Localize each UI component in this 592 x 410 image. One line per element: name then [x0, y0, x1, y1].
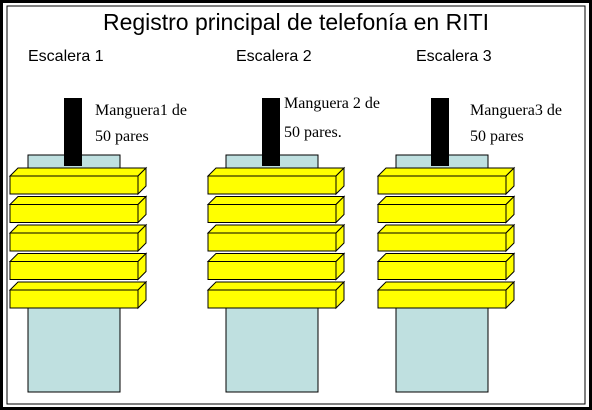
cable-label-line1: Manguera3 de	[470, 102, 562, 119]
cable-bundle	[262, 98, 280, 166]
module-front-face	[9, 289, 139, 309]
inner-border	[6, 5, 586, 405]
module-top-face	[376, 253, 516, 262]
terminal-module	[206, 195, 346, 224]
cable-label-line2: 50 pares.	[284, 124, 342, 141]
module-front-face	[207, 232, 337, 252]
module-top-face	[8, 167, 148, 177]
terminal-module	[206, 252, 346, 281]
cable-label-line2: 50 pares	[470, 128, 524, 145]
stair-label: Escalera 1	[28, 48, 104, 65]
module-front-face	[207, 175, 337, 195]
module-top-face	[206, 196, 346, 205]
module-top-face	[376, 281, 516, 291]
module-top-face	[206, 167, 346, 177]
terminal-module	[376, 252, 516, 281]
terminal-module	[376, 223, 516, 253]
module-front-face	[9, 232, 139, 252]
module-top-face	[8, 224, 148, 234]
module-front-face	[207, 289, 337, 309]
stair-rack-2: Escalera 2 Manguera 2 de 50 pares.	[206, 48, 380, 393]
terminal-module	[206, 223, 346, 253]
cable-label-line1: Manguera1 de	[95, 102, 187, 119]
module-top-face	[8, 196, 148, 205]
terminal-module	[376, 166, 516, 196]
rack-base	[27, 307, 121, 393]
stair-rack-3: Escalera 3 Manguera3 de 50 pares	[376, 48, 562, 393]
module-top-face	[376, 224, 516, 234]
module-front-face	[377, 204, 507, 223]
rack-base	[225, 307, 319, 393]
module-top-face	[376, 167, 516, 177]
module-front-face	[377, 175, 507, 195]
module-top-face	[206, 224, 346, 234]
terminal-module	[8, 223, 148, 253]
terminal-module	[376, 195, 516, 224]
module-top-face	[8, 253, 148, 262]
terminal-module	[8, 252, 148, 281]
cable-bundle	[64, 98, 82, 166]
module-front-face	[207, 204, 337, 223]
module-front-face	[9, 261, 139, 280]
module-front-face	[9, 175, 139, 195]
module-top-face	[8, 281, 148, 291]
cable-label-line1: Manguera 2 de	[284, 95, 380, 112]
stairs-layer: Escalera 1 Manguera1 de 50 pares Escalera 2…	[8, 48, 562, 393]
diagram-title: Registro principal de telefonía en RITI	[103, 9, 489, 35]
terminal-module	[8, 166, 148, 196]
stair-label: Escalera 3	[416, 48, 492, 65]
stair-label: Escalera 2	[236, 48, 312, 65]
terminal-module	[206, 280, 346, 310]
module-front-face	[377, 232, 507, 252]
terminal-module	[8, 195, 148, 224]
rack-base	[395, 307, 489, 393]
terminal-module	[206, 166, 346, 196]
module-front-face	[377, 289, 507, 309]
module-front-face	[9, 204, 139, 223]
module-front-face	[377, 261, 507, 280]
module-top-face	[376, 196, 516, 205]
module-front-face	[207, 261, 337, 280]
cable-label-line2: 50 pares	[95, 128, 149, 145]
cable-bundle	[431, 98, 449, 166]
module-top-face	[206, 253, 346, 262]
terminal-module	[8, 280, 148, 310]
stair-rack-1: Escalera 1 Manguera1 de 50 pares	[8, 48, 187, 393]
terminal-module	[376, 280, 516, 310]
module-top-face	[206, 281, 346, 291]
